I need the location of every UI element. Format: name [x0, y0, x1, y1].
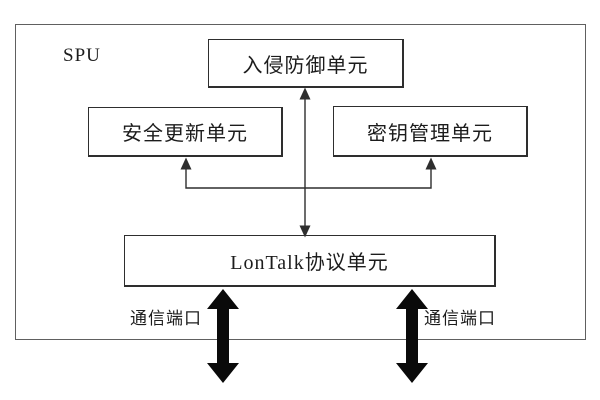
comm-port-label-left: 通信端口 — [130, 309, 202, 328]
node-intrusion-prevention-unit-label: 入侵防御单元 — [242, 54, 369, 77]
node-key-management-unit-label: 密钥管理单元 — [367, 122, 493, 145]
spu-container-label: SPU — [63, 45, 101, 66]
comm-port-label-right: 通信端口 — [424, 309, 496, 328]
node-lontalk-protocol-unit-label: LonTalk协议单元 — [230, 252, 389, 274]
node-lontalk-protocol-unit: LonTalk协议单元 — [124, 235, 496, 287]
spu-container-box — [15, 24, 586, 340]
node-security-update-unit: 安全更新单元 — [88, 107, 283, 157]
node-key-management-unit: 密钥管理单元 — [333, 106, 528, 157]
node-intrusion-prevention-unit: 入侵防御单元 — [208, 39, 404, 88]
node-security-update-unit-label: 安全更新单元 — [122, 123, 248, 145]
